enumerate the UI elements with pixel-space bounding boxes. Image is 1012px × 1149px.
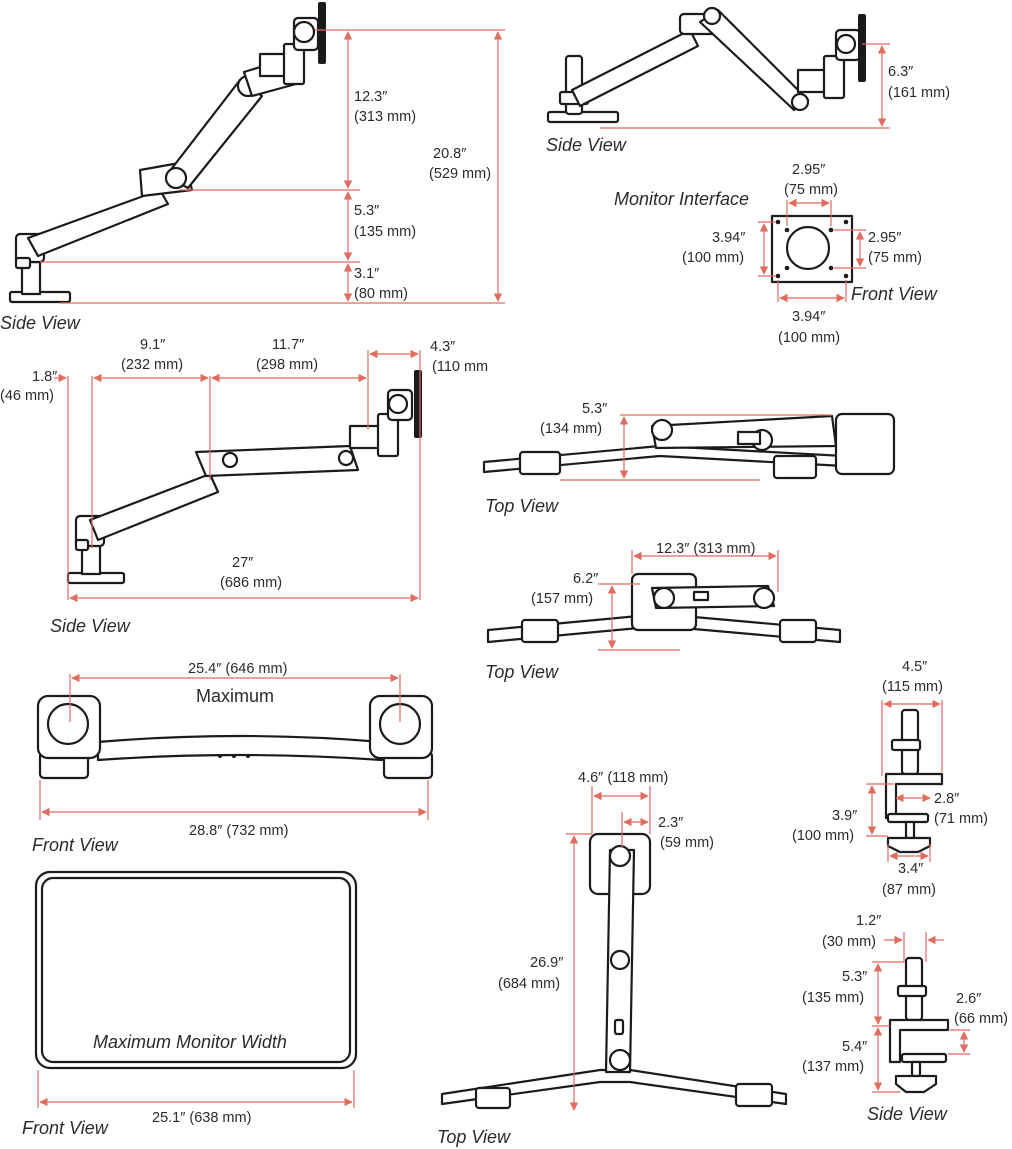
arm-drawing bbox=[546, 6, 866, 124]
title-monitor-interface: Monitor Interface bbox=[614, 189, 749, 209]
title-side-view-4: Side View bbox=[867, 1104, 948, 1124]
top-view-centered: 12.3″ (313 mm) 6.2″ (157 mm) Top View bbox=[485, 541, 842, 682]
dim-clamp-foot-mm: (87 mm) bbox=[882, 882, 936, 898]
top-view-folded: 5.3″ (134 mm) Top View bbox=[482, 401, 896, 516]
dim-reach-2-mm: (232 mm) bbox=[121, 357, 183, 373]
dim-clamp-foot: 3.4″ bbox=[898, 861, 923, 877]
title-front-view-3: Front View bbox=[22, 1118, 109, 1138]
dim-top-depth-1: 5.3″ bbox=[582, 401, 607, 417]
dim-vesa-left-mm: (100 mm) bbox=[682, 250, 744, 266]
monitor-interface: Monitor Interface 2.95″ (75 mm) 2.95″ (7… bbox=[614, 162, 938, 346]
front-view-dual: 25.4″ (646 mm) Maximum 28.8″ (732 mm) Fr… bbox=[32, 661, 434, 855]
arm-drawing bbox=[486, 572, 842, 644]
dim-clamp-desk: 3.9″ bbox=[832, 808, 857, 824]
clamp-front: 4.5″ (115 mm) 2.8″ (71 mm) 3.9″ (100 mm)… bbox=[792, 659, 988, 898]
dim-clamp-depth-mm: (71 mm) bbox=[934, 811, 988, 827]
dim-clamp-desk-mm: (100 mm) bbox=[792, 828, 854, 844]
dim-rise-mm: (161 mm) bbox=[888, 85, 950, 101]
dim-height-upper: 12.3″ bbox=[354, 89, 387, 105]
dim-height-middle-mm: (135 mm) bbox=[354, 224, 416, 240]
dim-top-tall-length-mm: (684 mm) bbox=[498, 976, 560, 992]
dim-clamp-side-offset-mm: (30 mm) bbox=[822, 934, 876, 950]
dim-monitor-width: 25.1″ (638 mm) bbox=[152, 1110, 251, 1126]
dim-clamp-side-desk-mm: (137 mm) bbox=[802, 1059, 864, 1075]
dim-rise: 6.3″ bbox=[888, 64, 913, 80]
label-maximum: Maximum bbox=[196, 686, 274, 706]
title-side-view-2: Side View bbox=[546, 135, 627, 155]
dim-reach-3-mm: (298 mm) bbox=[256, 357, 318, 373]
title-top-view-3: Top View bbox=[437, 1127, 511, 1147]
dim-height-base-mm: (80 mm) bbox=[354, 286, 408, 302]
dim-vesa-left: 3.94″ bbox=[712, 230, 745, 246]
dim-vesa-bottom-mm: (100 mm) bbox=[778, 330, 840, 346]
dim-top-depth-2: 6.2″ bbox=[573, 571, 598, 587]
dim-reach-total: 27″ bbox=[232, 555, 253, 571]
dim-clamp-depth: 2.8″ bbox=[934, 791, 959, 807]
side-view-extended: 1.8″ (46 mm) 9.1″ (232 mm) 11.7″ (298 mm… bbox=[0, 337, 488, 636]
clamp-side: 1.2″ (30 mm) 5.3″ (135 mm) 2.6″ (66 mm) … bbox=[802, 913, 1008, 1124]
dim-max-span: 25.4″ (646 mm) bbox=[188, 661, 287, 677]
dimension-lines bbox=[40, 29, 505, 304]
monitor-width: Maximum Monitor Width 25.1″ (638 mm) Fro… bbox=[22, 870, 358, 1138]
dim-top-depth-2-mm: (157 mm) bbox=[531, 591, 593, 607]
title-side-view-3: Side View bbox=[50, 616, 131, 636]
vesa-center-hole bbox=[785, 225, 831, 271]
dim-vesa-top-mm: (75 mm) bbox=[784, 182, 838, 198]
dim-clamp-side-post: 5.3″ bbox=[842, 969, 867, 985]
top-view-tall: 4.6″ (118 mm) 2.3″ (59 mm) 26.9″ (684 mm… bbox=[437, 770, 788, 1147]
dim-clamp-width-mm: (115 mm) bbox=[882, 679, 943, 695]
dim-clamp-side-depth-mm: (66 mm) bbox=[954, 1011, 1008, 1027]
dim-top-tall-length: 26.9″ bbox=[530, 955, 563, 971]
dim-top-reach: 12.3″ (313 mm) bbox=[656, 541, 755, 557]
dim-vesa-right: 2.95″ bbox=[868, 230, 901, 246]
dim-clamp-side-desk: 5.4″ bbox=[842, 1039, 867, 1055]
dim-top-tall-offset-mm: (59 mm) bbox=[660, 835, 714, 851]
arm-drawing bbox=[440, 832, 788, 1110]
dim-clamp-side-post-mm: (135 mm) bbox=[802, 990, 864, 1006]
title-front-view-2: Front View bbox=[32, 835, 119, 855]
dim-clamp-width: 4.5″ bbox=[902, 659, 927, 675]
dim-top-tall-width: 4.6″ (118 mm) bbox=[578, 770, 668, 786]
dim-reach-1: 1.8″ bbox=[32, 369, 57, 385]
dim-vesa-top: 2.95″ bbox=[792, 162, 825, 178]
dim-height-base: 3.1″ bbox=[354, 266, 379, 282]
dim-height-upper-mm: (313 mm) bbox=[354, 109, 416, 125]
arm-drawing bbox=[36, 694, 434, 780]
dim-reach-4: 4.3″ bbox=[430, 339, 455, 355]
dim-vesa-right-mm: (75 mm) bbox=[868, 250, 922, 266]
dim-clamp-side-offset: 1.2″ bbox=[856, 913, 881, 929]
dim-reach-3: 11.7″ bbox=[272, 337, 304, 353]
side-view-lowered: 6.3″ (161 mm) Side View bbox=[546, 6, 950, 155]
arm-drawing bbox=[66, 370, 422, 585]
dim-height-total: 20.8″ bbox=[433, 146, 466, 162]
dim-vesa-bottom: 3.94″ bbox=[792, 309, 825, 325]
dim-clamp-side-depth: 2.6″ bbox=[956, 991, 981, 1007]
clamp-drawing bbox=[888, 956, 950, 1094]
title-top-view-1: Top View bbox=[485, 496, 559, 516]
clamp-drawing bbox=[884, 708, 944, 854]
dim-reach-2: 9.1″ bbox=[140, 337, 165, 353]
dim-height-total-mm: (529 mm) bbox=[429, 166, 491, 182]
dim-reach-total-mm: (686 mm) bbox=[220, 575, 282, 591]
label-max-monitor-width: Maximum Monitor Width bbox=[93, 1032, 287, 1052]
title-front-view-1: Front View bbox=[851, 284, 938, 304]
dim-reach-4-mm: (110 mm bbox=[432, 359, 488, 375]
side-view-raised: 12.3″ (313 mm) 20.8″ (529 mm) 5.3″ (135 … bbox=[0, 2, 505, 333]
dim-top-depth-1-mm: (134 mm) bbox=[540, 421, 602, 437]
dim-reach-1-mm: (46 mm) bbox=[0, 388, 54, 404]
title-side-view-1: Side View bbox=[0, 313, 81, 333]
dim-base-width: 28.8″ (732 mm) bbox=[189, 823, 288, 839]
dim-height-middle: 5.3″ bbox=[354, 203, 379, 219]
title-top-view-2: Top View bbox=[485, 662, 559, 682]
arm-drawing bbox=[8, 2, 326, 304]
dim-top-tall-offset: 2.3″ bbox=[658, 815, 683, 831]
arm-drawing bbox=[482, 412, 896, 480]
